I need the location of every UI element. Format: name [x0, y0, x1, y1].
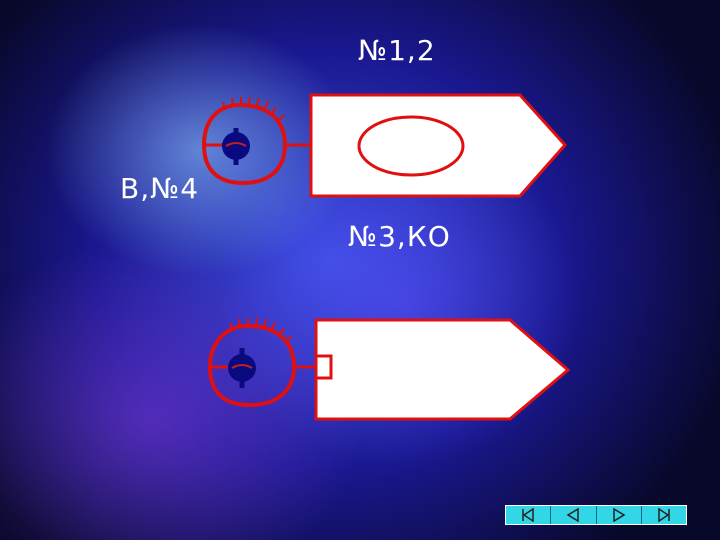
- navigation-bar: [505, 505, 687, 525]
- left-label: В,№4: [120, 172, 200, 205]
- bottom-box-tab: [314, 354, 333, 380]
- bottom-box: [314, 318, 571, 421]
- last-slide-button[interactable]: [641, 506, 686, 524]
- previous-slide-button[interactable]: [551, 506, 597, 524]
- top-box-ellipse: [357, 115, 465, 177]
- top-eye-symbol: [201, 96, 311, 186]
- middle-label: №3,КО: [348, 220, 451, 253]
- previous-icon: [566, 508, 580, 522]
- first-slide-button[interactable]: [506, 506, 552, 524]
- first-icon: [522, 508, 534, 522]
- next-icon: [612, 508, 626, 522]
- top-label: №1,2: [358, 34, 436, 67]
- top-box: [309, 93, 568, 198]
- next-slide-button[interactable]: [596, 506, 642, 524]
- bottom-eye-symbol: [207, 317, 316, 408]
- last-icon: [658, 508, 670, 522]
